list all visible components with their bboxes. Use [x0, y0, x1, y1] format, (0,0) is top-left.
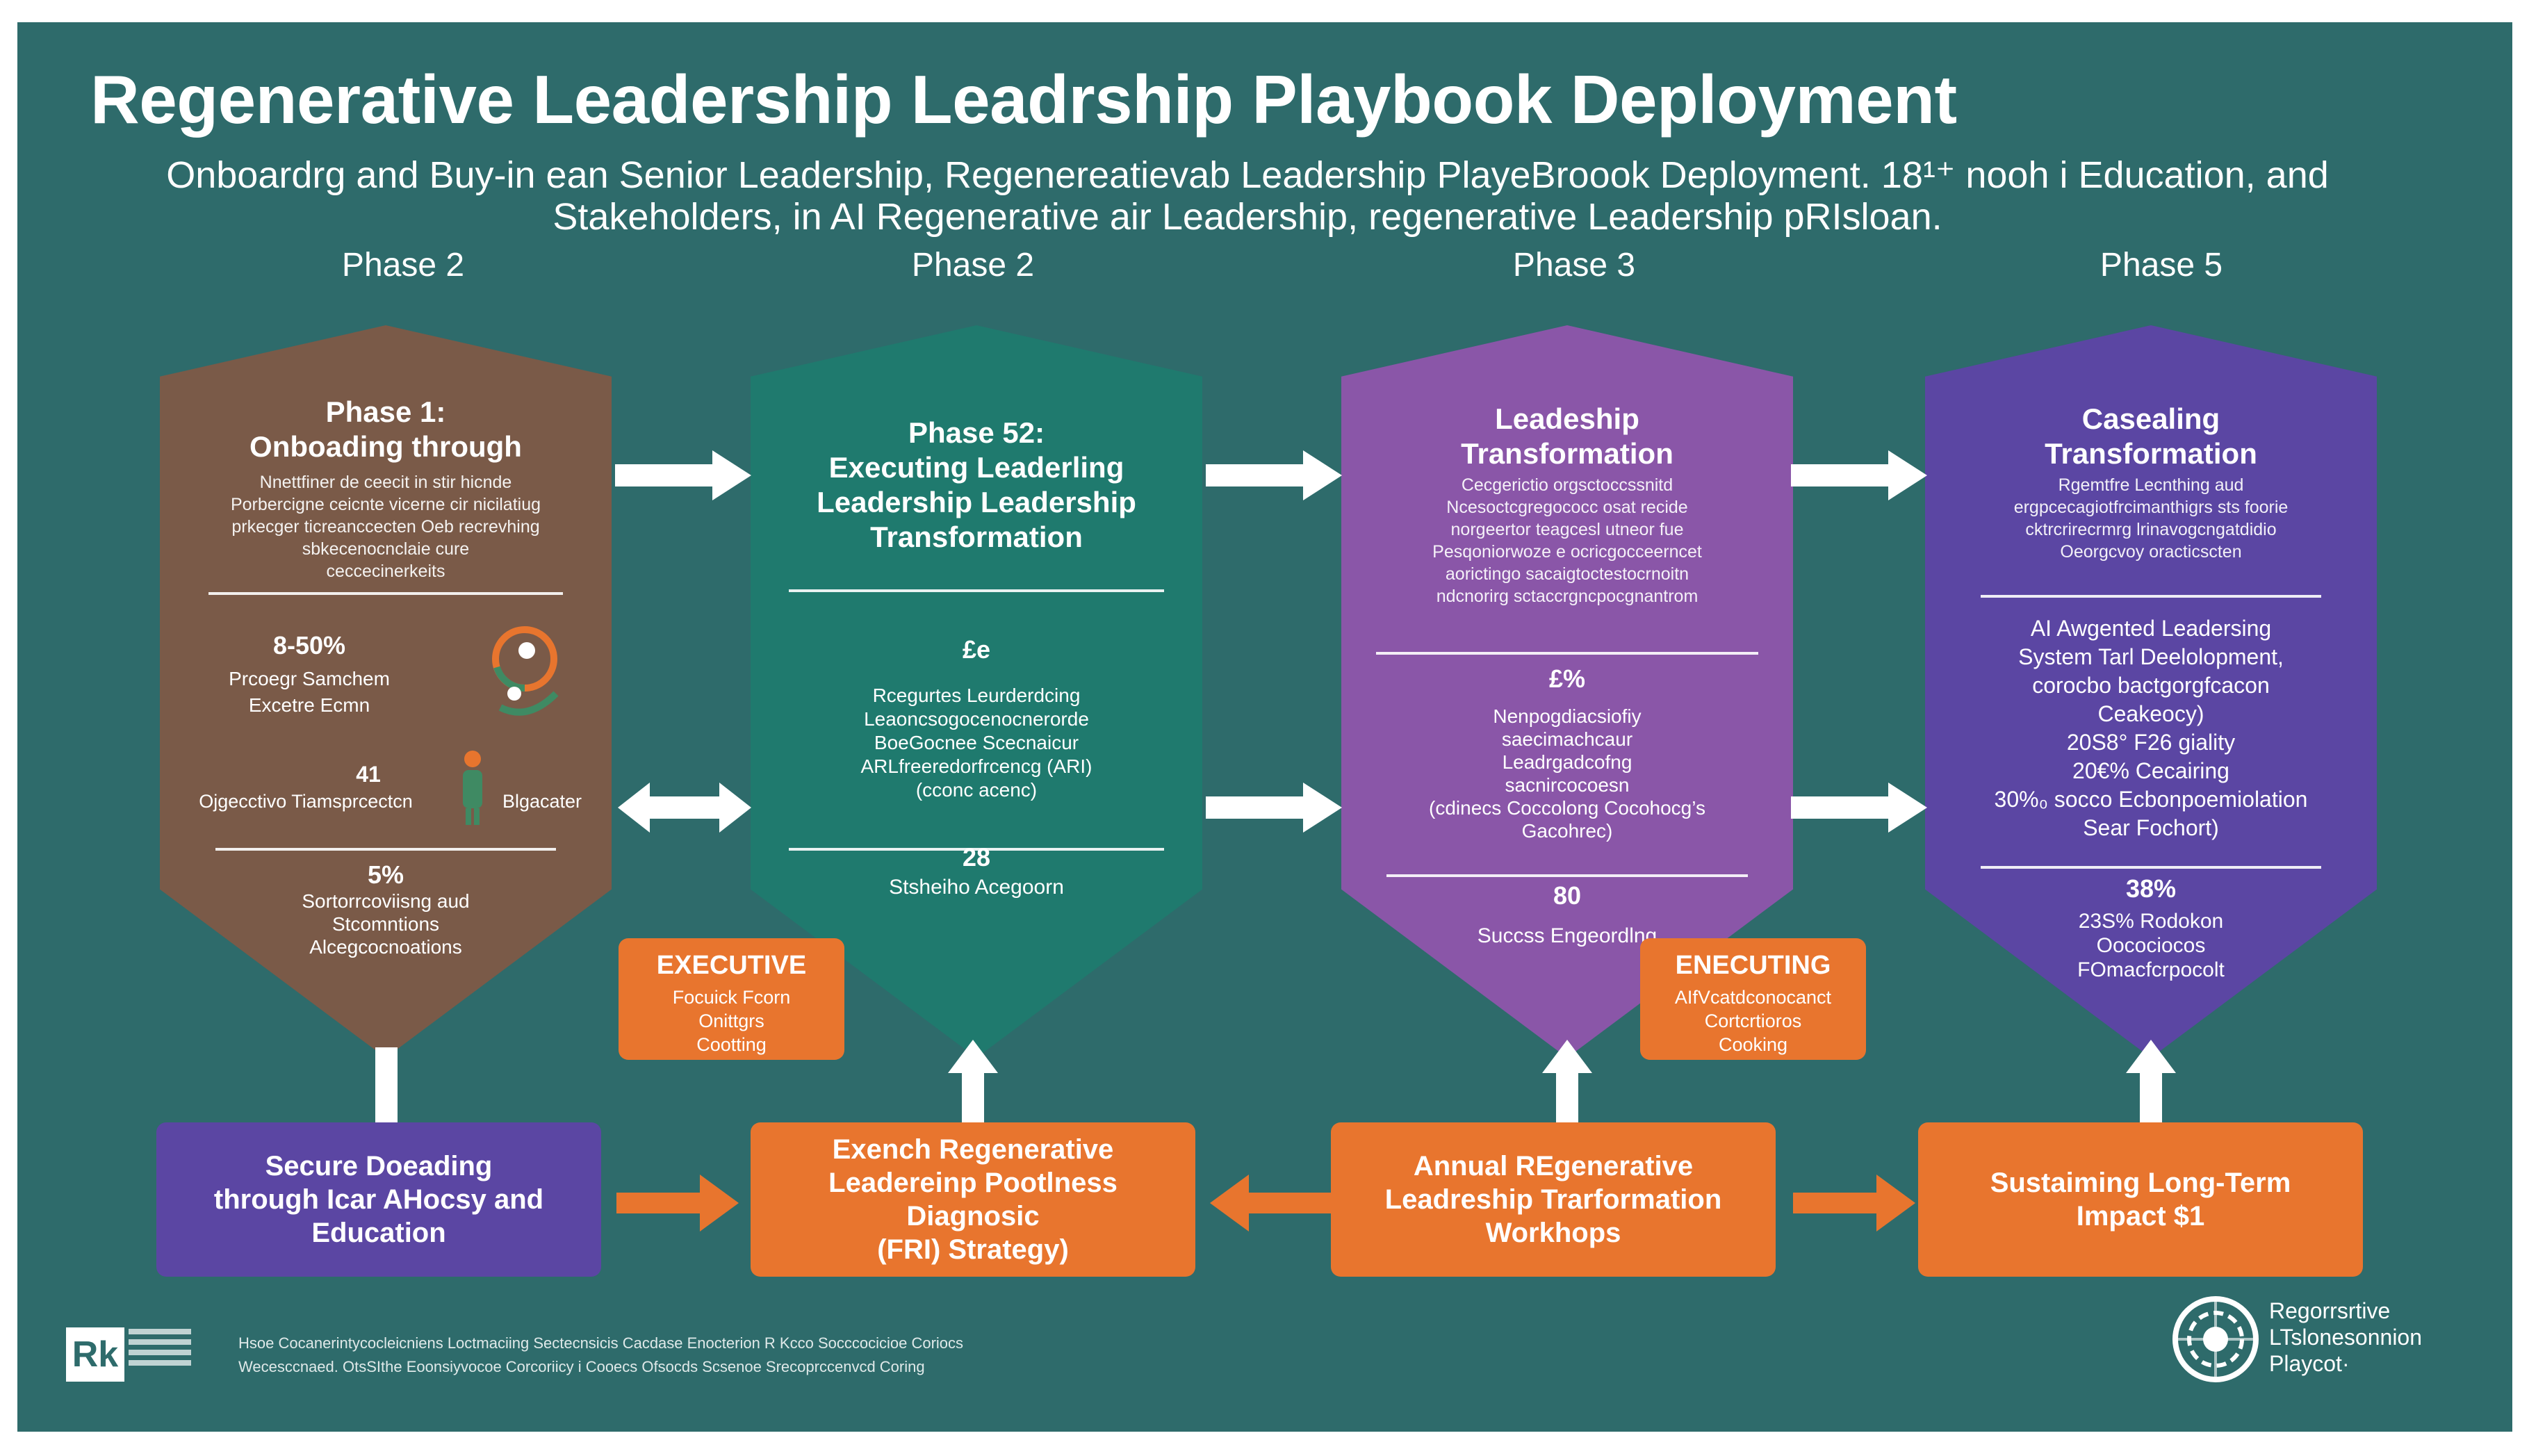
- phase-4-hexagon: Casealing Transformation Rgemtfre Lecnth…: [1925, 325, 2377, 1058]
- arrow-orange-left-2: [1210, 1175, 1332, 1232]
- diagram-canvas: Regenerative Leadership Leadrship Playbo…: [17, 22, 2512, 1432]
- globe-emblem-icon: [2172, 1296, 2259, 1382]
- bottom-box-2: Exench Regenerative Leadereinp Pootlness…: [751, 1122, 1195, 1277]
- bottom-box-3-label: Annual REgenerative Leadreship Trarforma…: [1384, 1151, 1722, 1248]
- hex-2-stat-1: £e: [962, 635, 991, 664]
- executive-tag-sub: Focuick Fcorn Onittgrs Cootting: [672, 987, 791, 1055]
- hex-1-divider-2: [215, 848, 556, 851]
- hex-1-divider-1: [208, 592, 563, 595]
- hex-1-stat-2: 41: [356, 762, 381, 787]
- arrow-orange-right-3: [1793, 1175, 1915, 1232]
- hex-2-divider-2: [789, 848, 1164, 851]
- phase-2-hexagon: Phase 52: Executing Leaderling Leadershi…: [751, 325, 1202, 1058]
- hex-4-divider-1: [1981, 595, 2321, 598]
- brand-logo-lines: [129, 1329, 191, 1371]
- bottom-box-1-label: Secure Doeading through Icar AHocsy and …: [213, 1151, 544, 1248]
- phase-label-2: Phase 2: [911, 247, 1035, 284]
- executing-tag-title: ENECUTING: [1675, 951, 1831, 980]
- hex-3-divider-2: [1386, 874, 1748, 877]
- hex-1-title: Phase 1: Onboading through: [249, 395, 522, 463]
- arrow-right-3-4-bottom: [1791, 783, 1927, 833]
- hex-1-stat-3: 5%: [367, 860, 404, 889]
- hex-1-stat-1: 8-50%: [272, 631, 346, 660]
- bottom-box-3: Annual REgenerative Leadreship Trarforma…: [1331, 1122, 1776, 1277]
- hex-4-stat-1-label: AI Awgented Leadersing System Tarl Deelo…: [1994, 616, 2308, 840]
- hex-1-body: Nnettfiner de ceecit in stir hicnde Porb…: [230, 473, 541, 581]
- hex-4-stat-2-label: 23S% Rodokon Oocociocos FOmacfcrpocolt: [2077, 910, 2225, 981]
- diagram-subtitle: Onboardrg and Buy-in ean Senior Leadersh…: [166, 154, 2329, 238]
- arrow-double-1-2: [618, 783, 751, 833]
- arrow-orange-right-1: [616, 1175, 739, 1232]
- arrow-up-3: [1542, 1040, 1592, 1134]
- brand-logo-right-text: Regorrsrtive LTslonesonnion Playcot·: [2269, 1298, 2423, 1376]
- hex-1-stat-2-left: Ojgecctivo Tiamsprcectcn: [199, 791, 413, 812]
- hex-3-body: Cecgerictio orgsctoccssnitd Ncesoctcgreg…: [1432, 475, 1702, 606]
- phase-label-3: Phase 3: [1512, 247, 1636, 284]
- hex-1-stat-2-right: Blgacater: [502, 791, 582, 812]
- arrow-up-2: [948, 1040, 998, 1134]
- phase-1-hexagon: Phase 1: Onboading through Nnettfiner de…: [160, 325, 612, 1058]
- executing-tag-sub: AIfVcatdconocanct Cortcrtioros Cooking: [1674, 987, 1832, 1055]
- executive-tag-title: EXECUTIVE: [656, 951, 807, 980]
- bottom-box-2-label: Exench Regenerative Leadereinp Pootlness…: [828, 1134, 1118, 1265]
- phase-label-1: Phase 2: [341, 247, 465, 284]
- hex-4-title: Casealing Transformation: [2045, 402, 2257, 470]
- arrow-up-4: [2126, 1040, 2176, 1134]
- arrow-right-1-2-top: [615, 450, 751, 500]
- phase-label-4: Phase 5: [2100, 247, 2223, 284]
- arrow-right-3-4-top: [1791, 450, 1927, 500]
- hex-3-stat-1-label: Nenpogdiacsiofiy saecimachcaur Leadrgadc…: [1429, 705, 1705, 842]
- hex-2-stat-2-label: Stsheiho Acegoorn: [889, 876, 1064, 899]
- hex-1-stat-3-label: Sortorrcoviisng aud Stcomntions Alcegcoc…: [302, 890, 470, 958]
- bottom-box-4-label: Sustaiming Long-Term Impact $1: [1990, 1168, 2291, 1232]
- leader-figure-icon: [486, 624, 563, 728]
- footer-line-1: Hsoe Cocanerintycocleicniens Loctmaciing…: [238, 1334, 964, 1352]
- hex-2-title: Phase 52: Executing Leaderling Leadershi…: [817, 416, 1136, 553]
- hex-4-divider-2: [1981, 866, 2321, 869]
- person-icon: [459, 749, 486, 826]
- phase-3-hexagon: Leadeship Transformation Cecgerictio org…: [1341, 325, 1793, 1058]
- hex-3-stat-1: £%: [1548, 664, 1586, 693]
- arrow-right-2-3-bottom: [1206, 783, 1342, 833]
- arrow-right-2-3-top: [1206, 450, 1342, 500]
- hex-2-stat-1-label: Rcegurtes Leurderdcing Leaoncsogocenocne…: [860, 685, 1092, 801]
- hex-3-title: Leadeship Transformation: [1461, 402, 1673, 470]
- bottom-box-1: Secure Doeading through Icar AHocsy and …: [156, 1122, 601, 1277]
- hex-2-stat-2: 28: [962, 843, 991, 872]
- hex-3-stat-2: 80: [1553, 881, 1582, 910]
- hex-4-body: Rgemtfre Lecnthing aud ergpcecagiotfrcim…: [2013, 475, 2289, 562]
- diagram-title: Regenerative Leadership Leadrship Playbo…: [90, 61, 1957, 138]
- hex-3-stat-2-label: Succss Engeordlng: [1477, 924, 1658, 947]
- bottom-box-4: Sustaiming Long-Term Impact $1: [1918, 1122, 2363, 1277]
- executing-tag: ENECUTING AIfVcatdconocanct Cortcrtioros…: [1640, 938, 1866, 1060]
- hex-1-stat-1-label: Prcoegr Samchem Excetre Ecmn: [229, 668, 390, 716]
- hex-3-divider-1: [1376, 652, 1758, 655]
- footer-line-2: Wecesccnaed. OtsSIthe Eoonsiyvocoe Corco…: [238, 1358, 925, 1375]
- hex-2-divider-1: [789, 589, 1164, 592]
- executive-tag: EXECUTIVE Focuick Fcorn Onittgrs Coottin…: [619, 938, 844, 1060]
- hex-4-stat-2: 38%: [2125, 874, 2177, 903]
- connector-down-1: [375, 1047, 398, 1124]
- brand-logo-left: Rk: [66, 1327, 124, 1382]
